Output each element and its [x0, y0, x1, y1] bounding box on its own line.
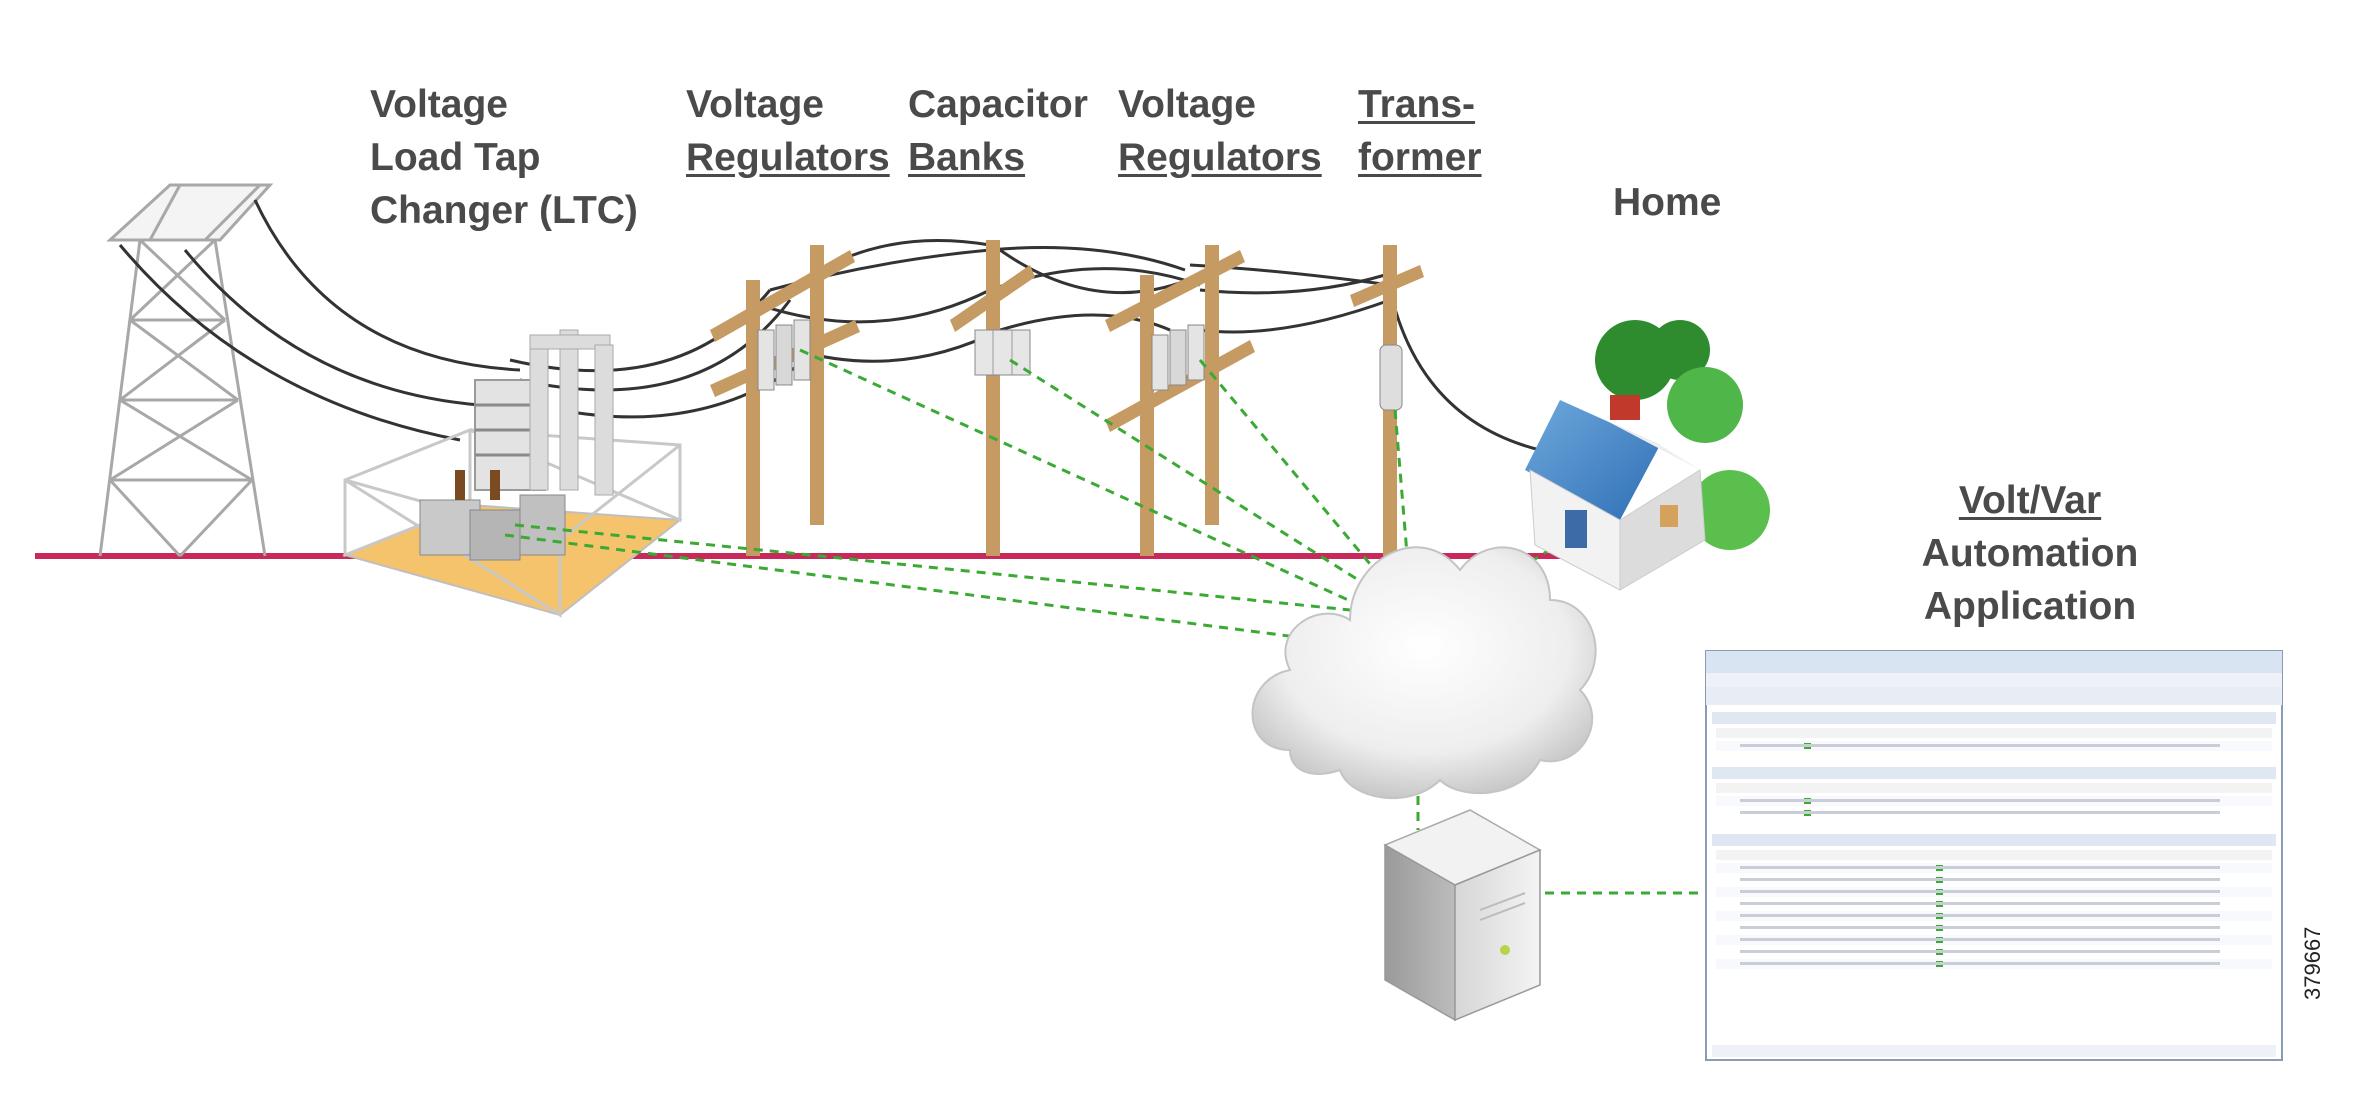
voltage-regulators-1-line-1: Voltage — [686, 83, 824, 126]
voltage-regulators-1-label: Voltage Regulators — [686, 78, 890, 184]
voltage-regulators-2-label: Voltage Regulators — [1118, 78, 1322, 184]
app-section-header — [1712, 712, 2276, 724]
server-icon — [1383, 809, 1542, 1022]
app-row-text — [1740, 914, 2220, 917]
app-row-text — [1740, 926, 2220, 929]
volt-var-app-window — [1705, 650, 2283, 1061]
volt-var-application-label: Volt/Var Automation Application — [1900, 474, 2160, 633]
app-row-text — [1740, 866, 2220, 869]
figure-number: 379667 — [2300, 926, 2325, 1000]
utility-pole-capacitor-icon — [950, 240, 1035, 556]
app-row-text — [1740, 744, 2220, 747]
transformer-line-2: former — [1358, 136, 1482, 179]
app-section-header — [1712, 767, 2276, 779]
volt-var-line-1: Volt/Var — [1958, 479, 2102, 522]
app-section-header — [1712, 834, 2276, 846]
app-row-text — [1740, 811, 2220, 814]
substation-ltc-icon — [341, 329, 683, 618]
voltage-regulators-2-line-2: Regulators — [1118, 136, 1322, 179]
capacitor-banks-line-1: Capacitor — [908, 83, 1088, 126]
home-label: Home — [1613, 181, 1722, 224]
power-lines — [118, 199, 1541, 452]
capacitor-banks-line-2: Banks — [908, 136, 1026, 179]
home-icon — [1525, 320, 1770, 591]
ltc-label-line-1: Voltage — [370, 83, 508, 126]
app-column-header — [1716, 850, 2272, 860]
ltc-label: Voltage Load Tap Changer (LTC) — [370, 78, 638, 237]
app-row-text — [1740, 890, 2220, 893]
volt-var-line-3: Application — [1923, 585, 2137, 628]
utility-pole-regulators-1-icon — [710, 245, 860, 556]
app-row-text — [1740, 799, 2220, 802]
app-row-text — [1740, 962, 2220, 965]
utility-pole-regulators-2-icon — [1105, 245, 1255, 556]
transformer-line-1: Trans- — [1358, 83, 1476, 126]
cloud-network-icon — [1251, 546, 1597, 800]
app-row-text — [1740, 902, 2220, 905]
volt-var-line-2: Automation — [1921, 532, 2139, 575]
app-column-header — [1716, 783, 2272, 793]
voltage-regulators-1-line-2: Regulators — [686, 136, 890, 179]
transmission-tower-icon — [98, 183, 274, 558]
capacitor-banks-label: Capacitor Banks — [908, 78, 1088, 184]
app-row-text — [1740, 950, 2220, 953]
utility-pole-transformer-icon — [1350, 245, 1424, 556]
ltc-label-line-2: Load Tap — [370, 136, 541, 179]
transformer-label: Trans- former — [1358, 78, 1482, 184]
app-row-text — [1740, 878, 2220, 881]
voltage-regulators-2-line-1: Voltage — [1118, 83, 1256, 126]
ltc-label-line-3: Changer (LTC) — [370, 189, 638, 232]
app-row-text — [1740, 938, 2220, 941]
app-column-header — [1716, 728, 2272, 738]
